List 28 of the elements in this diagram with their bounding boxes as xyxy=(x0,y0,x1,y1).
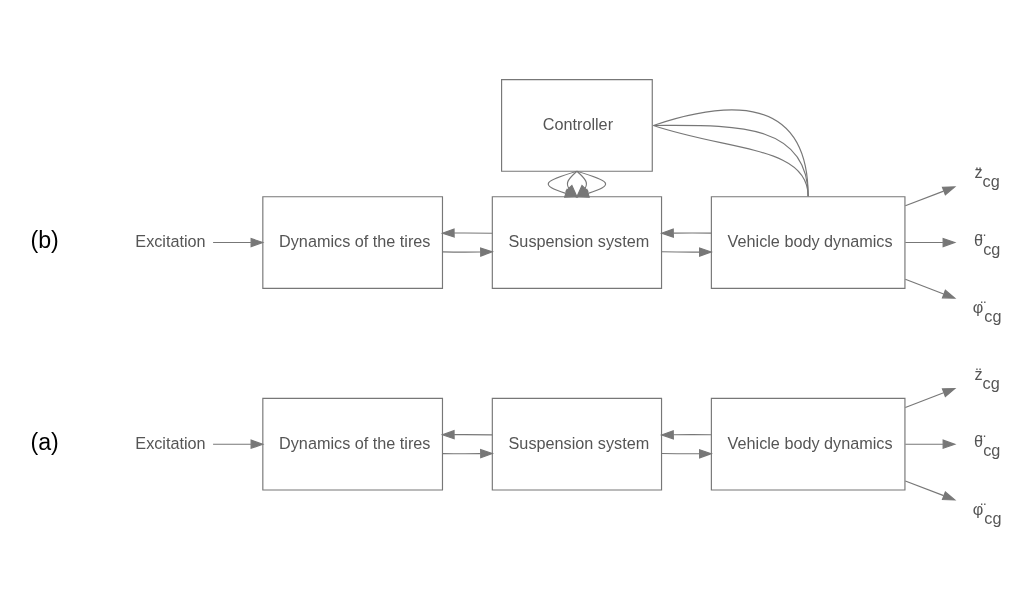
arrow xyxy=(440,228,493,238)
node-box: Vehicle body dynamics xyxy=(710,397,906,491)
arrow xyxy=(440,429,493,440)
connector xyxy=(652,109,809,197)
label: (b) xyxy=(29,227,59,254)
arrow xyxy=(904,439,956,450)
node-box: Controller xyxy=(500,79,653,172)
node-box: Dynamics of the tires xyxy=(261,196,443,289)
arrow xyxy=(904,186,956,207)
arrow xyxy=(212,237,264,248)
arrow xyxy=(659,228,712,238)
node-box: Dynamics of the tires xyxy=(261,397,443,491)
arrow xyxy=(904,387,956,409)
arrow xyxy=(660,247,713,257)
node-box: Suspension system xyxy=(491,196,662,289)
node-text: Excitation xyxy=(134,231,206,250)
arrow xyxy=(660,448,713,459)
arrow xyxy=(441,247,494,257)
node-box: Suspension system xyxy=(491,397,662,491)
arrow xyxy=(441,448,494,459)
arrow xyxy=(659,429,712,440)
node-text: Excitation xyxy=(134,433,206,452)
label: (a) xyxy=(29,429,59,456)
arrow xyxy=(904,278,956,299)
node-box: Vehicle body dynamics xyxy=(710,196,906,289)
arrow xyxy=(904,480,956,501)
arrow xyxy=(212,439,264,450)
arrow xyxy=(904,237,956,248)
